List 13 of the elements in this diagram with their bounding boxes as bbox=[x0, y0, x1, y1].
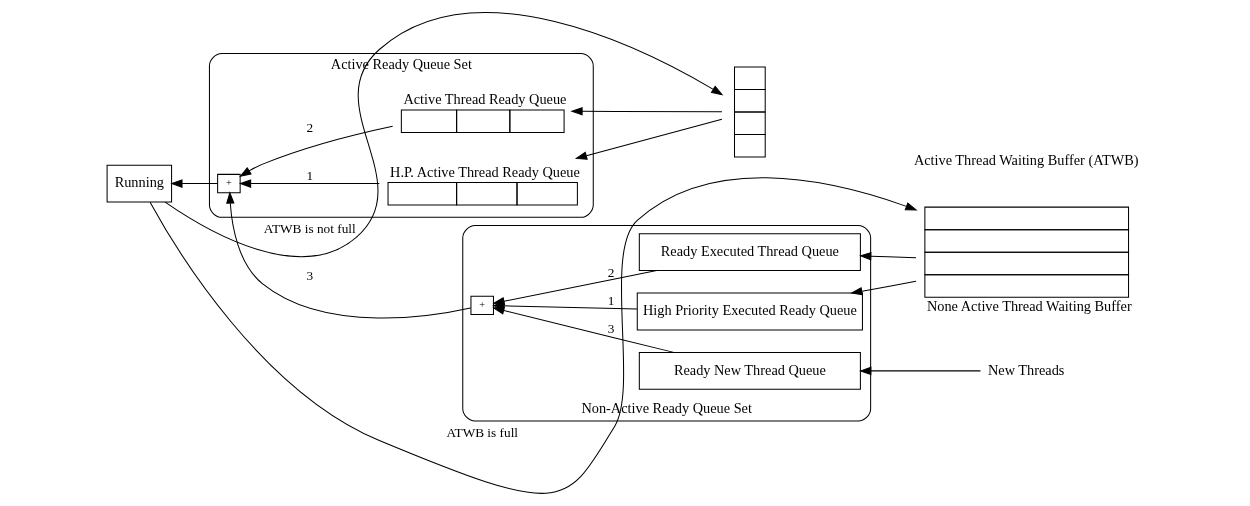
edge-label: ATWB is not full bbox=[263, 221, 356, 237]
edge-label: 1 bbox=[305, 167, 313, 183]
label: Active Thread Waiting Buffer (ATWB) bbox=[913, 151, 1139, 168]
node-label: H.P. Active Thread Ready Queue bbox=[389, 163, 580, 180]
node-text: New Threads bbox=[987, 361, 1064, 378]
edge-label: 1 bbox=[607, 292, 614, 308]
edge-label: ATWB is full bbox=[445, 424, 518, 440]
edge-label: 2 bbox=[607, 265, 614, 281]
edge-label: 3 bbox=[607, 321, 614, 337]
edge-label: 2 bbox=[305, 119, 313, 135]
edge-label: 3 bbox=[305, 268, 313, 284]
node-label: Active Thread Ready Queue bbox=[402, 90, 566, 107]
node-label: None Active Thread Waiting Buffer bbox=[926, 297, 1132, 314]
